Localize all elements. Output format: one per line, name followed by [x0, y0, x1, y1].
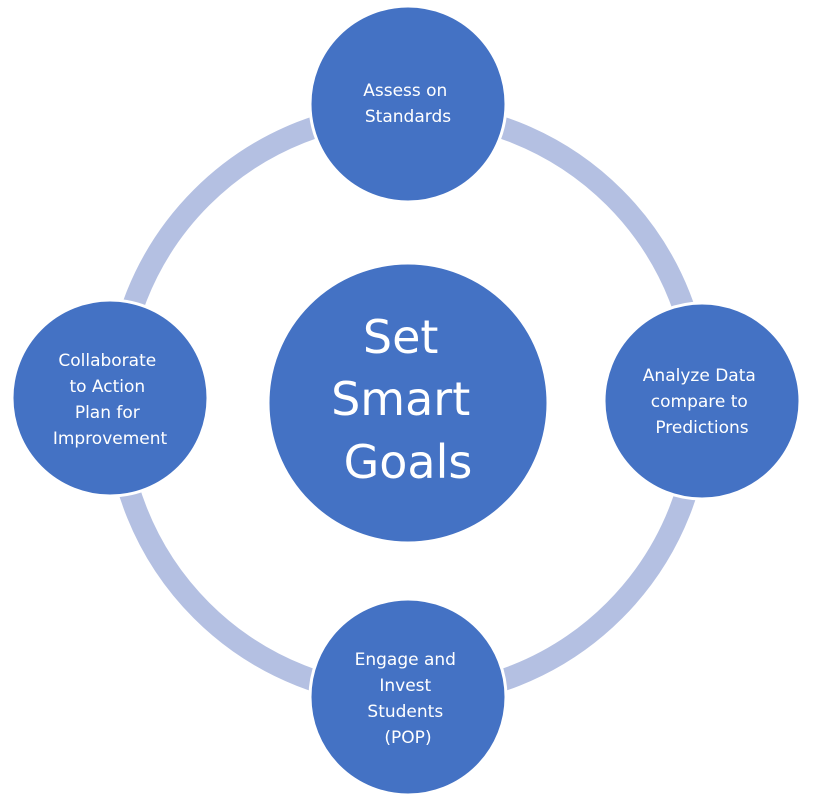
- node-label: Engage and Invest Students (POP): [355, 650, 462, 748]
- center-node-line: Smart: [331, 372, 470, 426]
- node-label: Analyze Data compare to Predictions: [643, 366, 761, 438]
- node-circle: [308, 597, 508, 797]
- node-label-line: Predictions: [655, 418, 748, 438]
- node-assess-on-standards: Assess on Standards: [308, 4, 508, 204]
- node-label-line: Students: [367, 702, 443, 722]
- node-analyze-data: Analyze Data compare to Predictions: [602, 301, 802, 501]
- node-circle: [308, 4, 508, 204]
- node-label-line: to Action: [69, 377, 145, 397]
- node-label-line: Collaborate: [58, 351, 156, 371]
- center-node-circle: [266, 261, 550, 545]
- node-circle: [602, 301, 802, 501]
- node-label-line: Standards: [365, 107, 451, 127]
- node-label-line: Plan for: [75, 403, 140, 423]
- node-collaborate-to-action-plan: Collaborate to Action Plan for Improveme…: [10, 298, 210, 498]
- node-label: Assess on Standards: [363, 81, 453, 127]
- node-label: Collaborate to Action Plan for Improveme…: [53, 351, 168, 449]
- center-node: Set Smart Goals: [266, 261, 550, 545]
- center-node-line: Goals: [344, 435, 473, 489]
- center-node-label: Set Smart Goals: [331, 310, 485, 489]
- node-label-line: Analyze Data: [643, 366, 756, 386]
- node-label-line: (POP): [384, 728, 431, 748]
- node-label-line: Engage and: [355, 650, 456, 670]
- center-node-line: Set: [363, 310, 439, 364]
- node-label-line: Improvement: [53, 429, 168, 449]
- node-label-line: Invest: [379, 676, 431, 696]
- node-engage-and-invest-students: Engage and Invest Students (POP): [308, 597, 508, 797]
- node-label-line: Assess on: [363, 81, 447, 101]
- node-circle: [10, 298, 210, 498]
- node-label-line: compare to: [651, 392, 748, 412]
